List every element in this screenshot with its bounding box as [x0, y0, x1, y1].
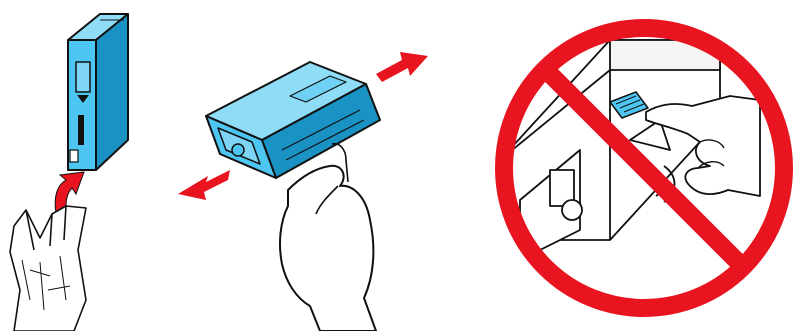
unpack-panel — [0, 0, 170, 331]
horizontal-cartridge — [206, 62, 380, 178]
hand — [280, 144, 376, 331]
foil-bag — [10, 206, 86, 331]
upright-cartridge — [68, 14, 128, 170]
shake-panel — [170, 0, 460, 331]
prohibited-panel — [460, 0, 809, 331]
